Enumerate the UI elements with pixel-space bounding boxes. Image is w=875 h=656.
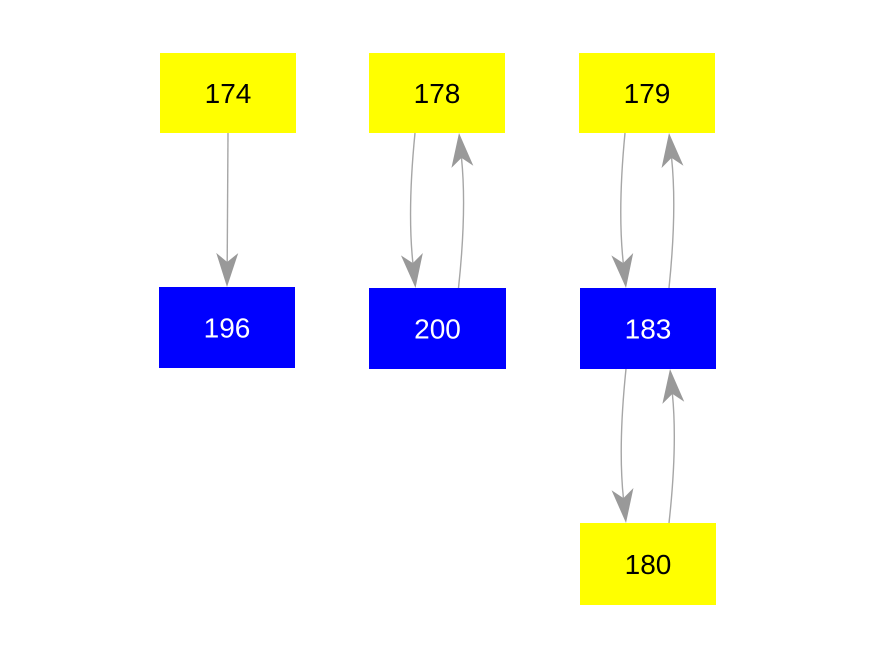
- edge-line: [409, 132, 416, 264]
- node-label: 178: [414, 78, 461, 109]
- node-label: 179: [624, 78, 671, 109]
- arrowhead-icon: [451, 133, 474, 168]
- graph-node-200: 200: [369, 288, 506, 369]
- arrowhead-icon: [661, 133, 684, 168]
- node-box: [160, 53, 296, 133]
- node-label: 180: [625, 549, 672, 580]
- node-box: [579, 53, 715, 133]
- graph-node-180: 180: [580, 523, 716, 605]
- node-label: 174: [205, 78, 252, 109]
- edge-200-178: [451, 133, 474, 289]
- edge-183-180: [611, 368, 634, 523]
- arrowhead-icon: [400, 253, 423, 288]
- edge-line: [620, 132, 626, 264]
- edge-180-183: [662, 369, 685, 524]
- graph-node-179: 179: [579, 53, 715, 133]
- node-box: [580, 288, 716, 369]
- node-label: 183: [625, 314, 672, 345]
- edge-174-196: [216, 132, 239, 287]
- edge-line: [457, 157, 465, 289]
- edge-183-179: [661, 133, 684, 289]
- edge-line: [668, 157, 675, 289]
- node-label: 196: [204, 313, 251, 344]
- edge-line: [620, 368, 627, 499]
- edge-178-200: [400, 132, 423, 288]
- arrowhead-icon: [611, 488, 634, 523]
- edge-line: [668, 393, 675, 524]
- arrowhead-icon: [611, 252, 634, 288]
- graph-node-178: 178: [369, 53, 505, 133]
- arrowhead-icon: [216, 252, 239, 287]
- edge-179-183: [611, 132, 634, 288]
- node-box: [580, 523, 716, 605]
- node-box: [159, 287, 295, 368]
- graph-node-174: 174: [160, 53, 296, 133]
- node-label: 200: [414, 314, 461, 345]
- node-box: [369, 288, 506, 369]
- edge-line: [226, 132, 229, 263]
- graph-node-183: 183: [580, 288, 716, 369]
- node-box: [369, 53, 505, 133]
- arrowhead-icon: [662, 369, 685, 404]
- graph-node-196: 196: [159, 287, 295, 368]
